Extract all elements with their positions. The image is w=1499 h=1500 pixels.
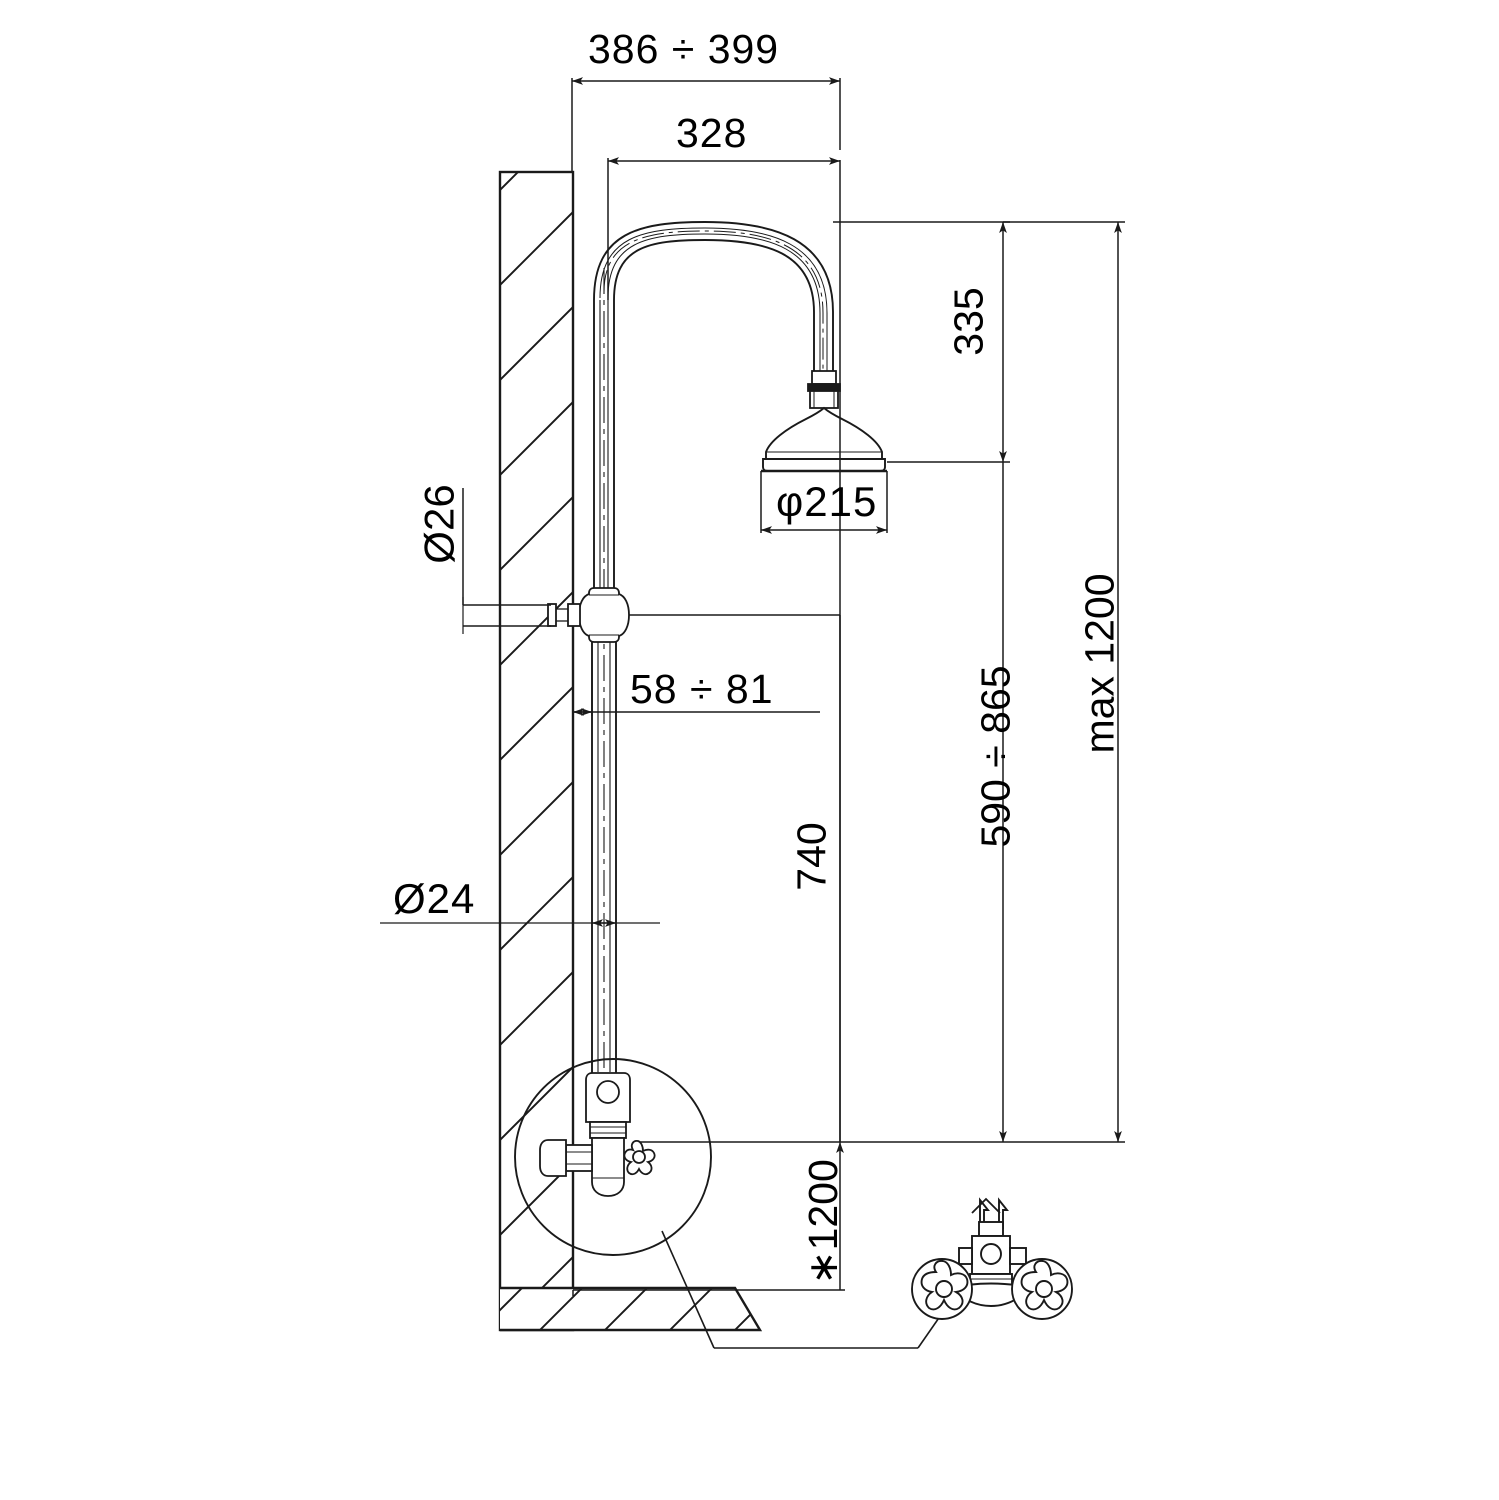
detail-callout-circle — [514, 1058, 712, 1256]
dim-label-overall-projection: 386 ÷ 399 — [588, 26, 780, 72]
dim-label-inlet-diameter: Ø26 — [415, 484, 463, 564]
dim-max-height — [640, 221, 1125, 1143]
dim-label-riser-diameter: Ø24 — [393, 875, 476, 922]
mixer-front-view — [911, 1197, 1073, 1320]
floor-section — [500, 1286, 763, 1332]
dim-label-arm-projection: 328 — [676, 110, 748, 156]
mixer-right-handle — [1011, 1258, 1073, 1320]
dim-wall-offset — [573, 660, 820, 716]
shower-head-connector — [807, 370, 841, 409]
dim-label-floor-height: ∗1200 — [799, 1159, 846, 1285]
wall-union-fitting — [547, 587, 630, 643]
dim-label-mixer-range: 590 ÷ 865 — [972, 665, 1019, 848]
dim-label-wall-offset: 58 ÷ 81 — [630, 666, 774, 712]
gooseneck-arm — [593, 221, 834, 378]
dim-head-height — [833, 221, 1010, 463]
dim-overall-projection — [571, 77, 841, 172]
dim-arm-projection — [607, 157, 841, 1142]
dim-label-riser-length: 740 — [788, 822, 835, 891]
dim-riser-length — [629, 614, 841, 1142]
dim-head-diameter — [760, 471, 888, 534]
valve-cross-handle — [623, 1139, 656, 1176]
dim-label-head-diameter: φ215 — [776, 478, 878, 525]
dim-label-max-height: max 1200 — [1076, 573, 1123, 754]
mixer-left-handle — [911, 1258, 973, 1320]
dim-label-head-height: 335 — [945, 287, 992, 356]
mixer-valve-assembly — [539, 1072, 656, 1197]
wall-section — [498, 170, 575, 1332]
dim-floor-height — [572, 1142, 845, 1296]
shower-head — [761, 406, 887, 473]
